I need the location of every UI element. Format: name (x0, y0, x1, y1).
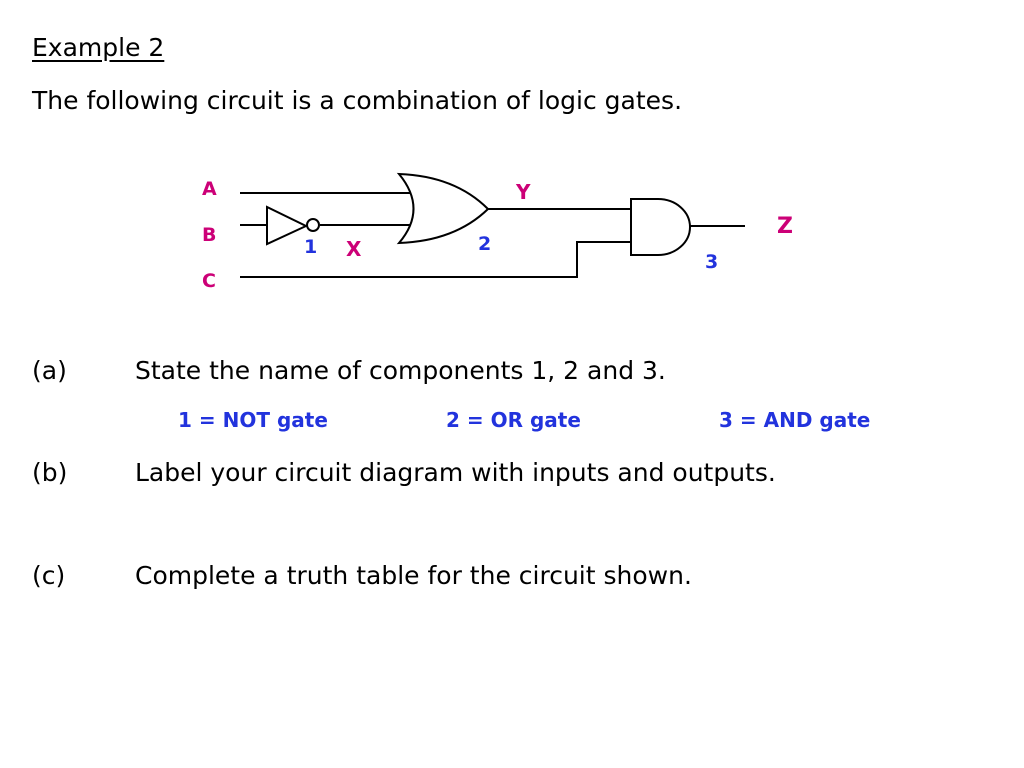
logic-circuit-diagram: A B C X Y Z 1 2 3 (202, 172, 793, 292)
question-b-text: Label your circuit diagram with inputs a… (135, 458, 776, 487)
component-label-2: 2 (478, 233, 491, 255)
input-label-a: A (202, 178, 217, 200)
question-a-label: (a) (32, 356, 67, 385)
or-gate (396, 172, 490, 245)
wire-input-c (240, 241, 632, 278)
input-label-c: C (202, 270, 216, 292)
component-label-1: 1 (304, 236, 317, 258)
question-b-label: (b) (32, 458, 68, 487)
answer-or-gate: 2 = OR gate (446, 408, 581, 432)
example-title: Example 2 (32, 33, 165, 62)
question-c-text: Complete a truth table for the circuit s… (135, 561, 692, 590)
input-label-b: B (202, 224, 216, 246)
question-c-label: (c) (32, 561, 66, 590)
signal-label-z: Z (777, 214, 793, 239)
answer-and-gate: 3 = AND gate (719, 408, 871, 432)
component-label-3: 3 (705, 251, 718, 273)
answer-not-gate: 1 = NOT gate (178, 408, 328, 432)
and-gate (630, 198, 691, 256)
question-a-text: State the name of components 1, 2 and 3. (135, 356, 666, 385)
intro-text: The following circuit is a combination o… (32, 86, 683, 115)
signal-label-x: X (346, 237, 362, 261)
not-gate (266, 205, 309, 246)
not-gate-bubble (306, 218, 320, 232)
signal-label-y: Y (515, 180, 531, 204)
